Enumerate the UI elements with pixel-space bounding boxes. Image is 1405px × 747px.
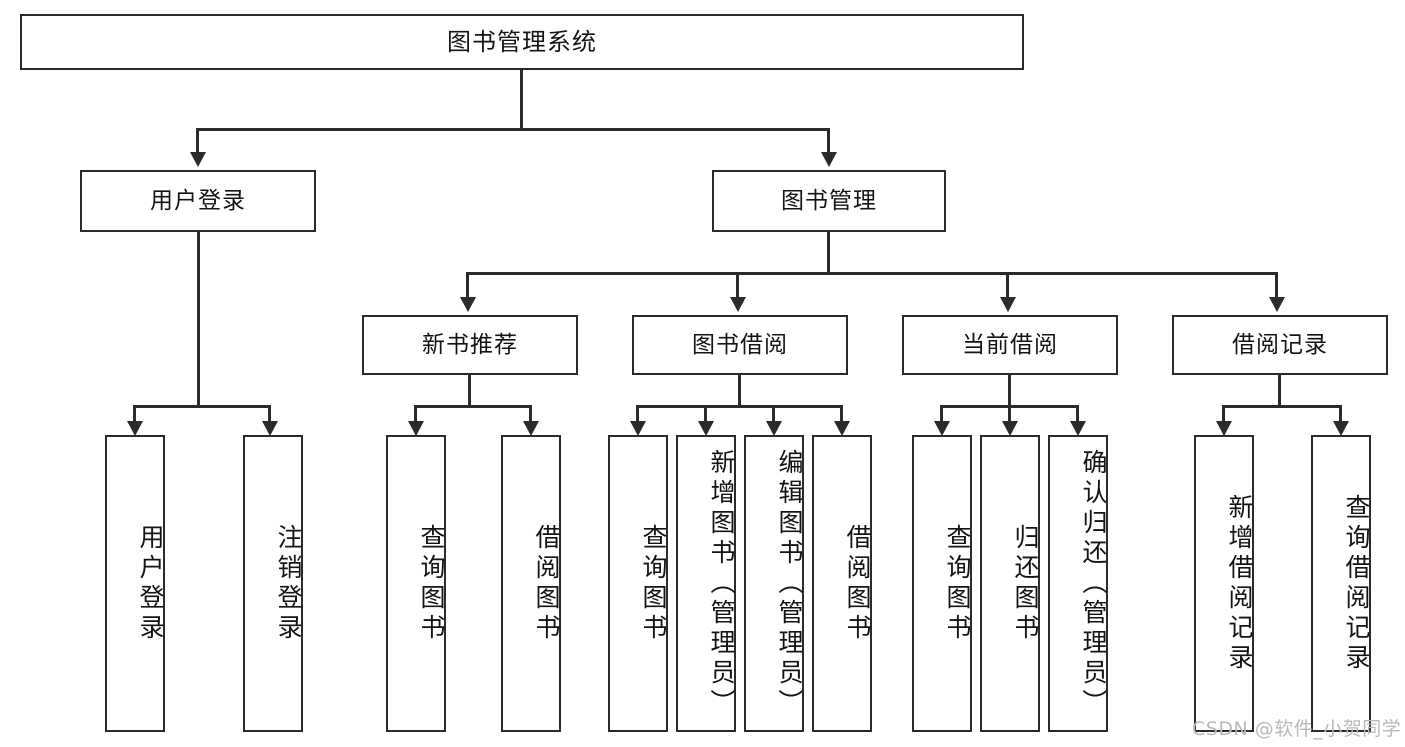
arrow-to-leaf-logout-login <box>262 421 278 436</box>
leaf-node-borrow-book-new-rec[interactable]: 借阅图书 <box>501 435 561 732</box>
leaf-node-add-borrow-record[interactable]: 新增借阅记录 <box>1194 435 1254 732</box>
connector-current-borrow-stem <box>1008 375 1011 407</box>
connector-book-manage-drop-3 <box>1006 272 1009 300</box>
node-label: 图书借阅 <box>692 331 788 358</box>
connector-user-login-drop-2 <box>268 405 271 425</box>
connector-borrow-record-drop-2 <box>1339 405 1342 425</box>
leaf-node-return-book[interactable]: 归还图书 <box>980 435 1040 732</box>
connector-root-stem <box>520 70 523 130</box>
node-label: 用户登录 <box>150 187 246 214</box>
node-label: 图书管理系统 <box>447 28 597 56</box>
connector-current-borrow-drop-2 <box>1008 405 1011 425</box>
connector-borrow-record-bar <box>1222 405 1342 408</box>
connector-new-book-rec-bar <box>414 405 532 408</box>
connector-book-borrow-drop-1 <box>636 405 639 425</box>
connector-book-manage-stem <box>827 232 830 274</box>
arrow-to-leaf-confirm-return <box>1070 421 1086 436</box>
node-root-book-management-system[interactable]: 图书管理系统 <box>20 14 1024 70</box>
arrow-to-leaf-return-book <box>1002 421 1018 436</box>
arrow-to-leaf-borrow-book-2 <box>834 421 850 436</box>
node-label: 新增借阅记录 <box>1225 493 1254 674</box>
node-label: 确认归还（管理员） <box>1079 448 1108 719</box>
connector-new-book-rec-drop-1 <box>414 405 417 425</box>
leaf-node-edit-book-admin[interactable]: 编辑图书（管理员） <box>744 435 804 732</box>
leaf-node-query-book-new-rec[interactable]: 查询图书 <box>386 435 446 732</box>
leaf-node-query-borrow-record[interactable]: 查询借阅记录 <box>1311 435 1371 732</box>
node-label: 注销登录 <box>274 523 303 644</box>
node-borrow-record[interactable]: 借阅记录 <box>1172 315 1388 375</box>
connector-borrow-record-drop-1 <box>1222 405 1225 425</box>
connector-root-bar <box>196 128 830 131</box>
node-label: 查询图书 <box>639 523 668 644</box>
connector-book-borrow-stem <box>738 375 741 407</box>
arrow-to-leaf-query-record <box>1333 421 1349 436</box>
arrow-to-user-login <box>190 152 206 167</box>
arrow-to-leaf-add-book <box>698 421 714 436</box>
node-label: 新增图书（管理员） <box>707 448 736 719</box>
leaf-node-confirm-return-admin[interactable]: 确认归还（管理员） <box>1048 435 1108 732</box>
leaf-node-logout-login[interactable]: 注销登录 <box>243 435 303 732</box>
connector-user-login-bar <box>133 405 271 408</box>
node-book-management[interactable]: 图书管理 <box>712 170 946 232</box>
connector-current-borrow-drop-1 <box>940 405 943 425</box>
node-label: 归还图书 <box>1011 523 1040 644</box>
connector-borrow-record-stem <box>1278 375 1281 407</box>
node-label: 借阅图书 <box>532 523 561 644</box>
node-label: 编辑图书（管理员） <box>775 448 804 719</box>
node-label: 图书管理 <box>781 187 877 214</box>
node-current-borrow[interactable]: 当前借阅 <box>902 315 1118 375</box>
node-label: 新书推荐 <box>422 331 518 358</box>
arrow-to-current-borrow <box>1000 297 1016 312</box>
arrow-to-book-manage <box>821 152 837 167</box>
leaf-node-user-login[interactable]: 用户登录 <box>105 435 165 732</box>
node-label: 借阅图书 <box>843 523 872 644</box>
connector-current-borrow-drop-3 <box>1076 405 1079 425</box>
arrow-to-new-book-rec <box>460 297 476 312</box>
connector-user-login-stem <box>197 232 200 408</box>
connector-book-borrow-drop-2 <box>704 405 707 425</box>
connector-book-manage-drop-1 <box>466 272 469 300</box>
csdn-watermark: CSDN @软件_小贺同学 <box>1192 718 1402 740</box>
node-label: 查询图书 <box>417 523 446 644</box>
arrow-to-leaf-query-book-3 <box>934 421 950 436</box>
connector-root-drop-user-login <box>196 128 199 154</box>
arrow-to-leaf-edit-book <box>766 421 782 436</box>
connector-new-book-rec-drop-2 <box>529 405 532 425</box>
connector-root-drop-book-manage <box>827 128 830 154</box>
node-label: 查询借阅记录 <box>1342 493 1371 674</box>
leaf-node-query-book-current[interactable]: 查询图书 <box>912 435 972 732</box>
connector-book-borrow-drop-3 <box>772 405 775 425</box>
arrow-to-leaf-add-record <box>1216 421 1232 436</box>
node-label: 当前借阅 <box>962 331 1058 358</box>
arrow-to-leaf-borrow-book-1 <box>523 421 539 436</box>
arrow-to-leaf-query-book-2 <box>630 421 646 436</box>
node-label: 查询图书 <box>943 523 972 644</box>
connector-book-manage-bar <box>466 272 1278 275</box>
connector-book-manage-drop-2 <box>736 272 739 300</box>
leaf-node-borrow-book-borrow[interactable]: 借阅图书 <box>812 435 872 732</box>
node-new-book-recommendation[interactable]: 新书推荐 <box>362 315 578 375</box>
connector-book-manage-drop-4 <box>1275 272 1278 300</box>
node-user-login[interactable]: 用户登录 <box>80 170 316 232</box>
leaf-node-query-book-borrow[interactable]: 查询图书 <box>608 435 668 732</box>
connector-new-book-rec-stem <box>468 375 471 407</box>
arrow-to-book-borrow <box>730 297 746 312</box>
connector-book-borrow-drop-4 <box>840 405 843 425</box>
arrow-to-leaf-query-book-1 <box>408 421 424 436</box>
connector-book-borrow-bar <box>636 405 840 408</box>
connector-user-login-drop-1 <box>133 405 136 425</box>
node-book-borrow[interactable]: 图书借阅 <box>632 315 848 375</box>
arrow-to-borrow-record <box>1269 297 1285 312</box>
node-label: 用户登录 <box>136 523 165 644</box>
node-label: 借阅记录 <box>1232 331 1328 358</box>
leaf-node-add-book-admin[interactable]: 新增图书（管理员） <box>676 435 736 732</box>
arrow-to-leaf-user-login <box>127 421 143 436</box>
